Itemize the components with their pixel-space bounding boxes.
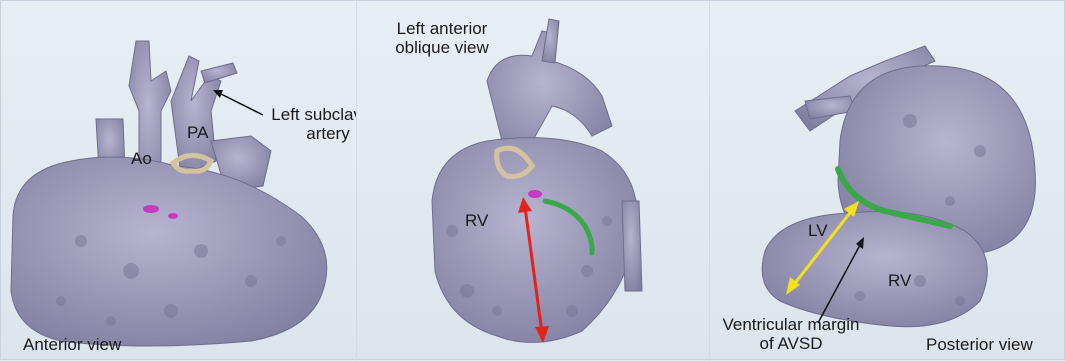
posterior-right-ventricle-label: RV <box>888 271 911 290</box>
ventricular-margin-label-line2: of AVSD <box>709 334 886 353</box>
pulmonary-artery-label: PA <box>187 123 208 142</box>
left-subclavian-label-line1: Left subclavian <box>263 105 356 124</box>
oblique-view-caption: Left anterior oblique view <box>377 19 507 57</box>
anterior-view-panel: Ao PA Left subclavian artery Anterior vi… <box>1 1 356 361</box>
oblique-caption-line2: oblique view <box>377 38 507 57</box>
posterior-view-caption: Posterior view <box>926 335 1033 354</box>
left-ventricle-label: LV <box>808 221 828 240</box>
posterior-view-panel: LV RV Ventricular margin of AVSD Posteri… <box>709 1 1065 361</box>
left-subclavian-artery-label: Left subclavian artery <box>263 105 356 143</box>
right-ventricle-label: RV <box>465 211 488 230</box>
ventricular-margin-label: Ventricular margin of AVSD <box>709 315 886 353</box>
anterior-view-caption: Anterior view <box>23 335 121 354</box>
ventricular-margin-label-line1: Ventricular margin <box>709 315 886 334</box>
posterior-heart-model <box>710 1 1065 361</box>
left-anterior-oblique-panel: Left anterior oblique view RV <box>356 1 710 361</box>
anterior-heart-model <box>1 1 356 361</box>
aorta-label: Ao <box>131 149 152 168</box>
oblique-caption-line1: Left anterior <box>377 19 507 38</box>
left-subclavian-label-line2: artery <box>263 124 356 143</box>
